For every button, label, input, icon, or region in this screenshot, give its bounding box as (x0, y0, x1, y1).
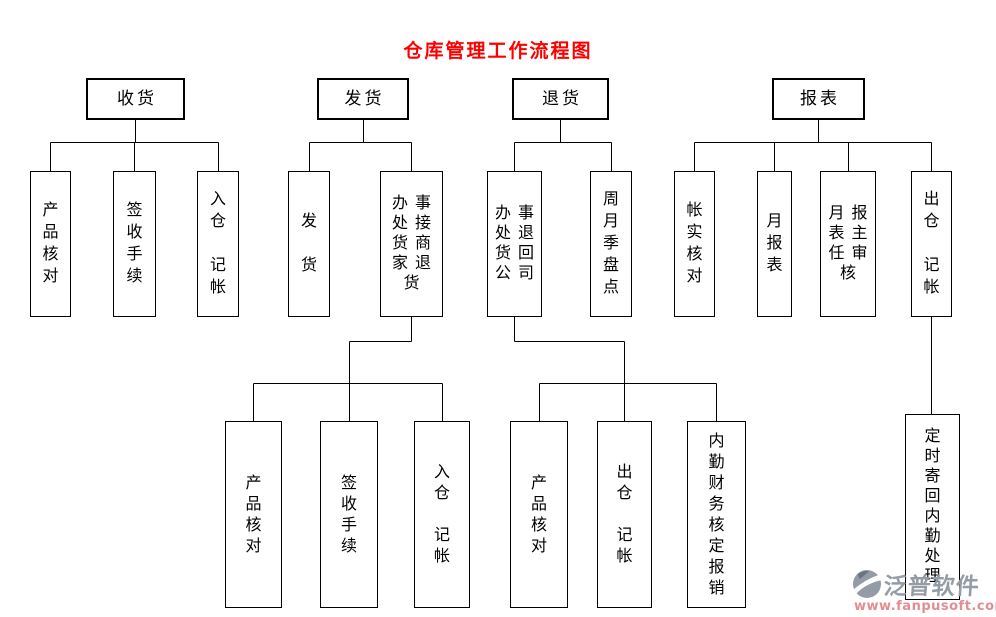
node-account-reconcile: 帐 实 核 对 (674, 171, 715, 317)
node-office-pickup-merchant-return: 办事 处接 货商 家退 货 (380, 171, 443, 317)
node-sign-procedure-1: 签 收 手 续 (113, 171, 156, 317)
watermark-brand: 泛普软件 (882, 574, 981, 600)
node-period-inventory-count: 周 月 季 盘 点 (590, 171, 632, 317)
node-warehouse-in-entry-1: 入 仓 记 帐 (197, 171, 239, 317)
node-report-director-review: 月报 表主 任审 核 (820, 171, 876, 317)
node-finance-verify-reimburse: 内 勤 财 务 核 定 报 销 (687, 421, 746, 608)
node-receiving: 收货 (86, 78, 185, 120)
node-office-return-to-company: 办事 处退 货回 公司 (487, 171, 542, 317)
page-title: 仓库管理工作流程图 (403, 40, 593, 62)
node-warehouse-out-entry-1: 出 仓 记 帐 (911, 171, 952, 317)
watermark-url: www.fanpusoft.com (854, 599, 996, 614)
node-reporting: 报表 (772, 78, 865, 120)
node-sign-procedure-2: 签 收 手 续 (320, 421, 378, 608)
node-monthly-report: 月 报 表 (757, 171, 792, 317)
node-product-check-1: 产 品 核 对 (30, 171, 71, 317)
node-warehouse-in-entry-2: 入 仓 记 帐 (414, 421, 470, 608)
node-shipping: 发货 (317, 78, 409, 120)
node-returning: 退货 (512, 78, 609, 120)
watermark: 泛普软件 www.fanpusoft.com (852, 567, 996, 614)
node-warehouse-out-entry-2: 出 仓 记 帐 (597, 421, 652, 608)
node-product-check-2: 产 品 核 对 (225, 421, 282, 608)
node-shipping-sub: 发 货 (288, 171, 330, 317)
node-mail-back-office: 定 时 寄 回 内 勤 处 理 (905, 414, 960, 600)
fanpu-logo-icon (853, 570, 882, 598)
node-product-check-3: 产 品 核 对 (510, 421, 568, 608)
